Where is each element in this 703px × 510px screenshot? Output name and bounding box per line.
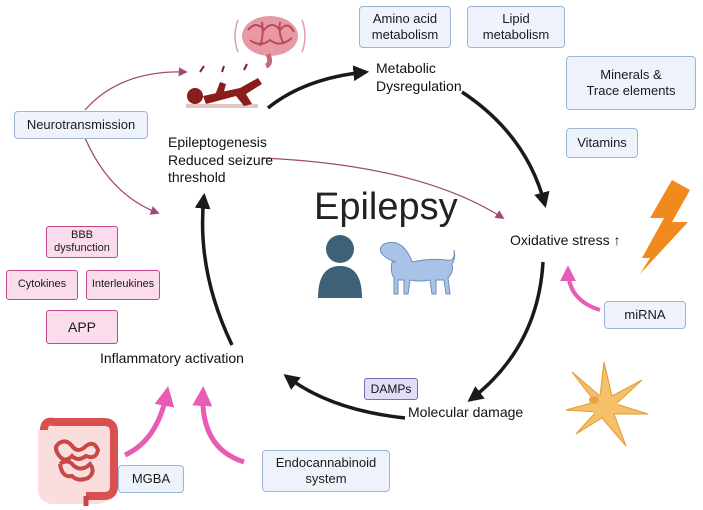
- arrow-inflammatory-to-epileptogenesis: [194, 192, 234, 346]
- box-interleukins: Interleukines: [86, 270, 160, 300]
- node-epileptogenesis-line-1: Epileptogenesis: [168, 134, 267, 150]
- arrow-molecular-to-inflammatory: [283, 374, 406, 420]
- arrow-epileptogenesis-to-metabolic: [266, 65, 370, 110]
- arrow-neurotransmission-to-epileptogenesis: [84, 137, 160, 215]
- box-lipid: Lipid metabolism: [467, 6, 565, 48]
- human-icon: [318, 235, 362, 298]
- box-damps: DAMPs: [364, 378, 418, 400]
- arrow-mgba-to-inflammatory: [123, 386, 175, 458]
- box-vitamins: Vitamins: [566, 128, 638, 158]
- box-neurotransmission: Neurotransmission: [14, 111, 148, 139]
- arrow-endocannabinoid-to-inflammatory: [192, 386, 245, 465]
- box-amino-acid: Amino acid metabolism: [359, 6, 451, 48]
- node-epileptogenesis: Epileptogenesis Reduced seizure threshol…: [168, 134, 273, 187]
- dog-icon: [379, 241, 456, 295]
- intestine-icon: [38, 417, 118, 506]
- node-molecular: Molecular damage: [408, 404, 524, 420]
- brain-icon: [234, 16, 306, 69]
- box-bbb: BBB dysfunction: [46, 226, 118, 258]
- box-app: APP: [46, 310, 118, 344]
- neuron-cell-icon: [565, 361, 649, 447]
- box-mgba: MGBA: [118, 465, 184, 493]
- seizure-person-icon: [186, 63, 262, 108]
- center-title: Epilepsy: [314, 186, 458, 228]
- node-metabolic-line-2: Dysregulation: [376, 77, 462, 94]
- node-inflammatory: Inflammatory activation: [100, 350, 244, 366]
- arrow-epileptogenesis-to-oxidative: [261, 157, 505, 219]
- box-minerals: Minerals & Trace elements: [566, 56, 696, 110]
- node-metabolic: Metabolic Dysregulation: [376, 60, 462, 95]
- node-epileptogenesis-line-3: threshold: [168, 169, 226, 185]
- arrow-metabolic-to-oxidative: [461, 90, 550, 209]
- box-mirna: miRNA: [604, 301, 686, 329]
- node-epileptogenesis-line-2: Reduced seizure: [168, 151, 274, 168]
- box-endocannabinoid: Endocannabinoid system: [262, 450, 390, 492]
- box-cytokines: Cytokines: [6, 270, 78, 300]
- node-metabolic-line-1: Metabolic: [376, 60, 436, 76]
- arrow-neurotransmission-to-seizure: [84, 67, 188, 111]
- arrow-oxidative-to-molecular: [467, 261, 545, 402]
- lightning-icon: [640, 180, 690, 274]
- node-oxidative: Oxidative stress ↑: [510, 232, 621, 248]
- arrow-mirna-to-oxidative: [560, 265, 601, 312]
